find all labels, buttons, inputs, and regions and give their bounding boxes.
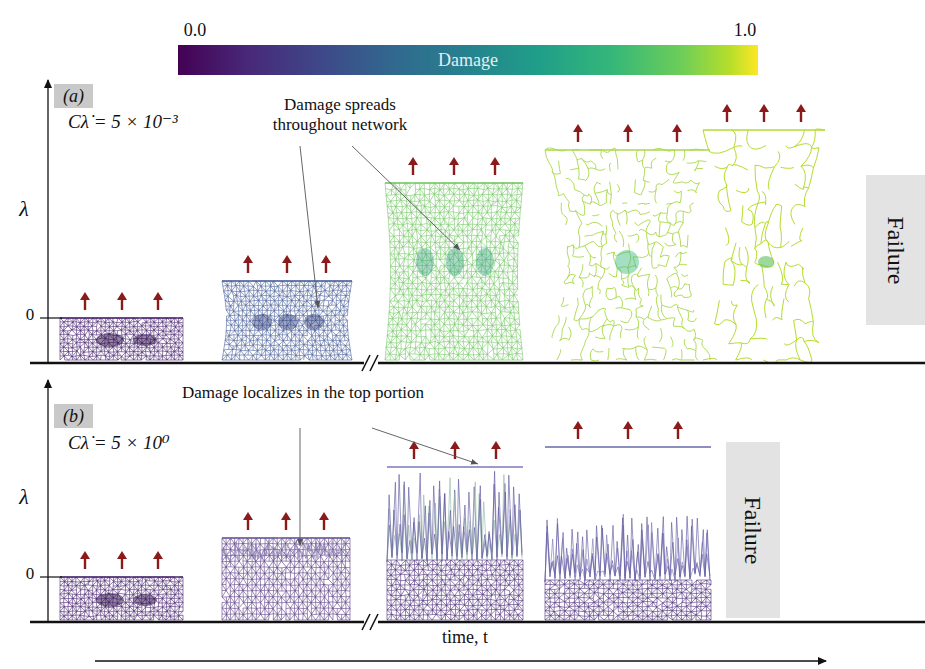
axis-tick: 0 [22, 564, 38, 584]
leader-lines [300, 146, 478, 546]
load-arrowhead [80, 551, 90, 559]
load-arrowhead [623, 124, 633, 132]
failure-label: Failure [882, 216, 909, 284]
damage-spot [252, 314, 272, 330]
network-strands [385, 182, 523, 183]
network-strands [387, 475, 522, 562]
load-arrowhead [722, 104, 732, 112]
axis-title: time, t [410, 627, 520, 648]
network-strands [545, 148, 710, 361]
axes [30, 80, 925, 661]
panel-label: (a) [63, 86, 84, 107]
network-strands [60, 318, 183, 360]
damage-spot [416, 248, 434, 276]
network-strands [545, 516, 710, 582]
load-arrowhead [673, 421, 683, 429]
network-strands [385, 183, 523, 360]
failure-box: Failure [866, 175, 925, 325]
load-arrowhead [491, 441, 501, 449]
network-strands [545, 580, 711, 620]
load-arrowhead [153, 292, 163, 300]
rate-label: Cλ̇ = 5 × 10⁰ [68, 432, 228, 454]
axis-label: λ [12, 196, 36, 221]
network-strands [545, 517, 710, 582]
callout-note: Damage spreads throughout network [245, 95, 435, 134]
load-arrowhead [153, 551, 163, 559]
network-strands [387, 471, 522, 562]
load-arrowhead [243, 512, 253, 520]
load-arrowhead [281, 512, 291, 520]
load-arrowhead [573, 421, 583, 429]
network-strands [703, 129, 825, 363]
damage-spot [278, 314, 298, 330]
damage-spot [96, 333, 124, 347]
network-strands [222, 280, 352, 281]
damage-spot [133, 334, 157, 346]
damage-spot [758, 256, 774, 268]
network-strands [387, 475, 522, 563]
load-arrowhead [759, 104, 769, 112]
colorbar-title: Damage [438, 50, 498, 71]
network-strands [222, 537, 350, 538]
damage-spot [304, 314, 324, 330]
network-strands [222, 540, 350, 560]
network-strands [387, 560, 523, 620]
network-strands [60, 317, 183, 318]
colorbar-max: 1.0 [715, 20, 775, 41]
panel-tag: (b) [54, 404, 93, 428]
damage-spot [615, 250, 639, 274]
network-strands [60, 576, 183, 577]
network-strands [545, 446, 711, 447]
network-strands [222, 538, 350, 620]
load-arrowhead [796, 104, 806, 112]
network-strands [545, 149, 710, 150]
panel-label: (b) [63, 406, 84, 427]
panel-tag: (a) [54, 84, 93, 108]
network-meshes [60, 129, 825, 620]
network-strands [545, 514, 710, 582]
load-arrowhead [243, 255, 253, 263]
load-arrowhead [573, 124, 583, 132]
load-arrowhead [672, 124, 682, 132]
load-arrowhead [450, 441, 460, 449]
load-arrowhead [80, 292, 90, 300]
load-arrowhead [321, 255, 331, 263]
load-arrowhead [117, 292, 127, 300]
load-arrowhead [623, 421, 633, 429]
load-arrowhead [408, 157, 418, 165]
colorbar-min: 0.0 [165, 20, 225, 41]
network-strands [387, 466, 523, 467]
failure-box: Failure [726, 442, 780, 618]
rate-label: Cλ̇ = 5 × 10⁻³ [68, 111, 228, 133]
damage-spot [446, 248, 464, 276]
damage-colorbar: Damage [178, 45, 758, 75]
callout-note: Damage localizes in the top portion [178, 383, 428, 403]
network-strands [222, 281, 352, 360]
load-arrowhead [282, 255, 292, 263]
damage-spot [133, 594, 157, 606]
damage-spot [476, 248, 494, 276]
load-arrowhead [319, 512, 329, 520]
load-arrowhead [117, 551, 127, 559]
failure-label: Failure [740, 496, 767, 564]
load-arrowhead [449, 157, 459, 165]
load-arrows [80, 104, 806, 569]
axis-label: λ [12, 484, 36, 509]
network-strands [703, 129, 825, 130]
network-strands [222, 540, 350, 560]
load-arrowhead [490, 157, 500, 165]
damage-spot [96, 593, 124, 607]
axis-tick: 0 [22, 305, 38, 325]
network-strands [60, 577, 183, 620]
